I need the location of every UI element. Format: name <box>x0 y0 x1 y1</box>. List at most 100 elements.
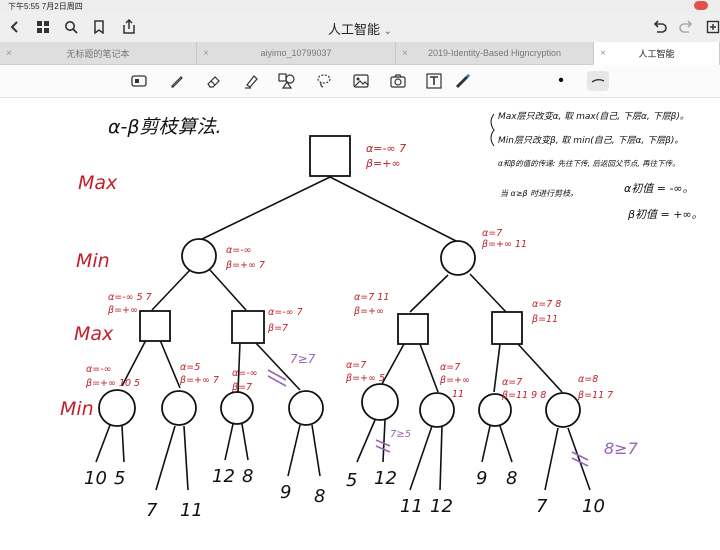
annotation: β=11 9 8 <box>501 390 546 401</box>
close-icon[interactable]: × <box>600 48 606 59</box>
annotation: β=+∞ 10 5 <box>85 378 140 389</box>
annotation: α=7 8 <box>532 299 561 310</box>
prune-mark: 7≥5 <box>390 429 411 440</box>
recording-indicator-icon <box>694 1 708 10</box>
page-thumbnail-icon[interactable] <box>128 71 150 91</box>
close-icon[interactable]: × <box>203 47 209 59</box>
annotation: α=7 <box>482 228 502 239</box>
leaf-value: 9 <box>280 482 291 503</box>
rule-notes: Max层只改变α, 取 max(自己, 下层α, 下层β)。 Min层只改变β,… <box>498 111 703 221</box>
annotation: α=-∞ 5 7 <box>108 292 152 303</box>
leaf-value: 7 <box>146 500 158 521</box>
tab-ai[interactable]: × 人工智能 <box>594 42 720 65</box>
redo-icon[interactable] <box>678 18 696 36</box>
bookmark-icon[interactable] <box>90 18 108 36</box>
rule-note: Min层只改变β, 取 min(自己, 下层α, 下层β)。 <box>498 135 683 146</box>
annotation: α=-∞ <box>232 368 258 379</box>
leaf-value: 9 <box>476 468 487 489</box>
max-nodes <box>139 135 523 345</box>
tab-aiyimo[interactable]: × aiyimo_10799037 <box>197 42 396 64</box>
leaf-value: 10 <box>84 468 107 489</box>
annotation: α=-∞ <box>86 364 112 375</box>
note-canvas[interactable]: α-β剪枝算法. Max Min Max Min <box>0 98 720 545</box>
document-title: 人工智能 ⌄ <box>0 19 720 38</box>
leaf-value: 7 <box>536 496 548 517</box>
annotation: β=+∞ 5 <box>345 373 385 384</box>
annotation: β=+∞ <box>365 157 401 170</box>
rule-note: Max层只改变α, 取 max(自己, 下层α, 下层β)。 <box>498 111 689 122</box>
leaf-value: 8 <box>242 466 253 487</box>
level-label-max: Max <box>78 172 118 194</box>
text-tool-icon[interactable] <box>423 71 445 91</box>
prune-cuts <box>267 369 589 467</box>
annotation: α=7 <box>346 360 366 371</box>
note-heading: α-β剪枝算法. <box>108 116 222 138</box>
alpha-beta-annotations: α=-∞ 7 β=+∞ α=-∞ β=+∞ 7 α=7 β=+∞ 11 α=-∞… <box>85 142 613 401</box>
max-node <box>231 310 265 344</box>
annotation: β=7 <box>267 323 288 334</box>
tab-higncryption[interactable]: × 2019-Identity-Based Higncryption <box>396 42 594 64</box>
annotation: β=+∞ <box>107 305 138 316</box>
chevron-left-icon[interactable] <box>6 18 24 36</box>
shapes-icon[interactable] <box>276 71 298 91</box>
level-label-min: Min <box>76 250 110 272</box>
handwritten-note: α-β剪枝算法. Max Min Max Min <box>60 111 703 521</box>
rule-note: β初值 = +∞。 <box>627 208 703 221</box>
close-icon[interactable]: × <box>6 47 12 59</box>
stroke-width-selector-icon[interactable] <box>587 71 609 91</box>
tab-label: 2019-Identity-Based Higncryption <box>427 48 562 58</box>
color-dot[interactable]: • <box>558 72 564 89</box>
leaf-value: 8 <box>506 468 517 489</box>
leaf-value: 11 <box>180 500 203 521</box>
annotation: β=+∞ 7 <box>179 375 219 386</box>
tab-label: 无标题的笔记本 <box>66 48 130 59</box>
annotation: α=8 <box>578 374 598 385</box>
rule-note: α初值 = -∞。 <box>624 182 694 195</box>
search-icon[interactable] <box>62 18 80 36</box>
tree-edges <box>95 176 591 491</box>
annotation: α=-∞ 7 <box>366 142 406 155</box>
leaf-value: 10 <box>582 496 605 517</box>
pen-icon[interactable] <box>166 71 188 91</box>
document-title-text[interactable]: 人工智能 <box>327 22 380 37</box>
annotation: β=+∞ 7 <box>225 260 265 271</box>
highlighter-icon[interactable] <box>240 71 262 91</box>
document-tabs: × 无标题的笔记本 × aiyimo_10799037 × 2019-Ident… <box>0 42 720 65</box>
pencil-stylus-icon[interactable] <box>452 71 474 91</box>
rule-note: α和β的值的传递: 先往下传, 后返回父节点, 再往下传。 <box>498 159 680 168</box>
max-node <box>397 313 429 345</box>
camera-icon[interactable] <box>387 71 409 91</box>
leaf-value: 12 <box>212 466 235 487</box>
leaf-value: 5 <box>114 468 125 489</box>
lasso-icon[interactable] <box>313 71 335 91</box>
chevron-down-icon[interactable]: ⌄ <box>383 26 393 37</box>
min-nodes <box>98 238 581 428</box>
leaf-value: 11 <box>400 496 423 517</box>
level-label-max: Max <box>74 323 114 345</box>
leaf-value: 12 <box>374 468 397 489</box>
grid-view-icon[interactable] <box>34 18 52 36</box>
leaf-values: 10 5 7 11 12 8 9 8 5 12 11 12 9 8 7 10 <box>84 466 605 521</box>
annotation: α=7 11 <box>354 292 389 303</box>
close-icon[interactable]: × <box>402 47 408 59</box>
eraser-icon[interactable] <box>203 71 225 91</box>
tab-label: aiyimo_10799037 <box>260 48 332 58</box>
status-time: 下午5:55 7月2日周四 <box>8 2 83 11</box>
annotation: β=7 <box>231 382 252 393</box>
annotation: β=+∞ <box>439 375 470 386</box>
annotation: α=-∞ <box>226 245 252 256</box>
status-bar: 下午5:55 7月2日周四 <box>0 0 720 12</box>
annotation: α=-∞ 7 <box>268 307 303 318</box>
brace-icon <box>490 113 495 147</box>
annotation: α=5 <box>180 362 200 373</box>
undo-icon[interactable] <box>650 18 668 36</box>
image-icon[interactable] <box>350 71 372 91</box>
drawing-toolbar: • <box>0 65 720 98</box>
share-icon[interactable] <box>120 18 138 36</box>
tab-notebook[interactable]: × 无标题的笔记本 <box>0 42 197 64</box>
add-page-icon[interactable] <box>704 18 720 36</box>
annotation: α=7 <box>440 362 460 373</box>
max-node <box>491 311 523 345</box>
prune-mark: 7≥7 <box>290 352 316 366</box>
level-label-min: Min <box>60 398 94 420</box>
